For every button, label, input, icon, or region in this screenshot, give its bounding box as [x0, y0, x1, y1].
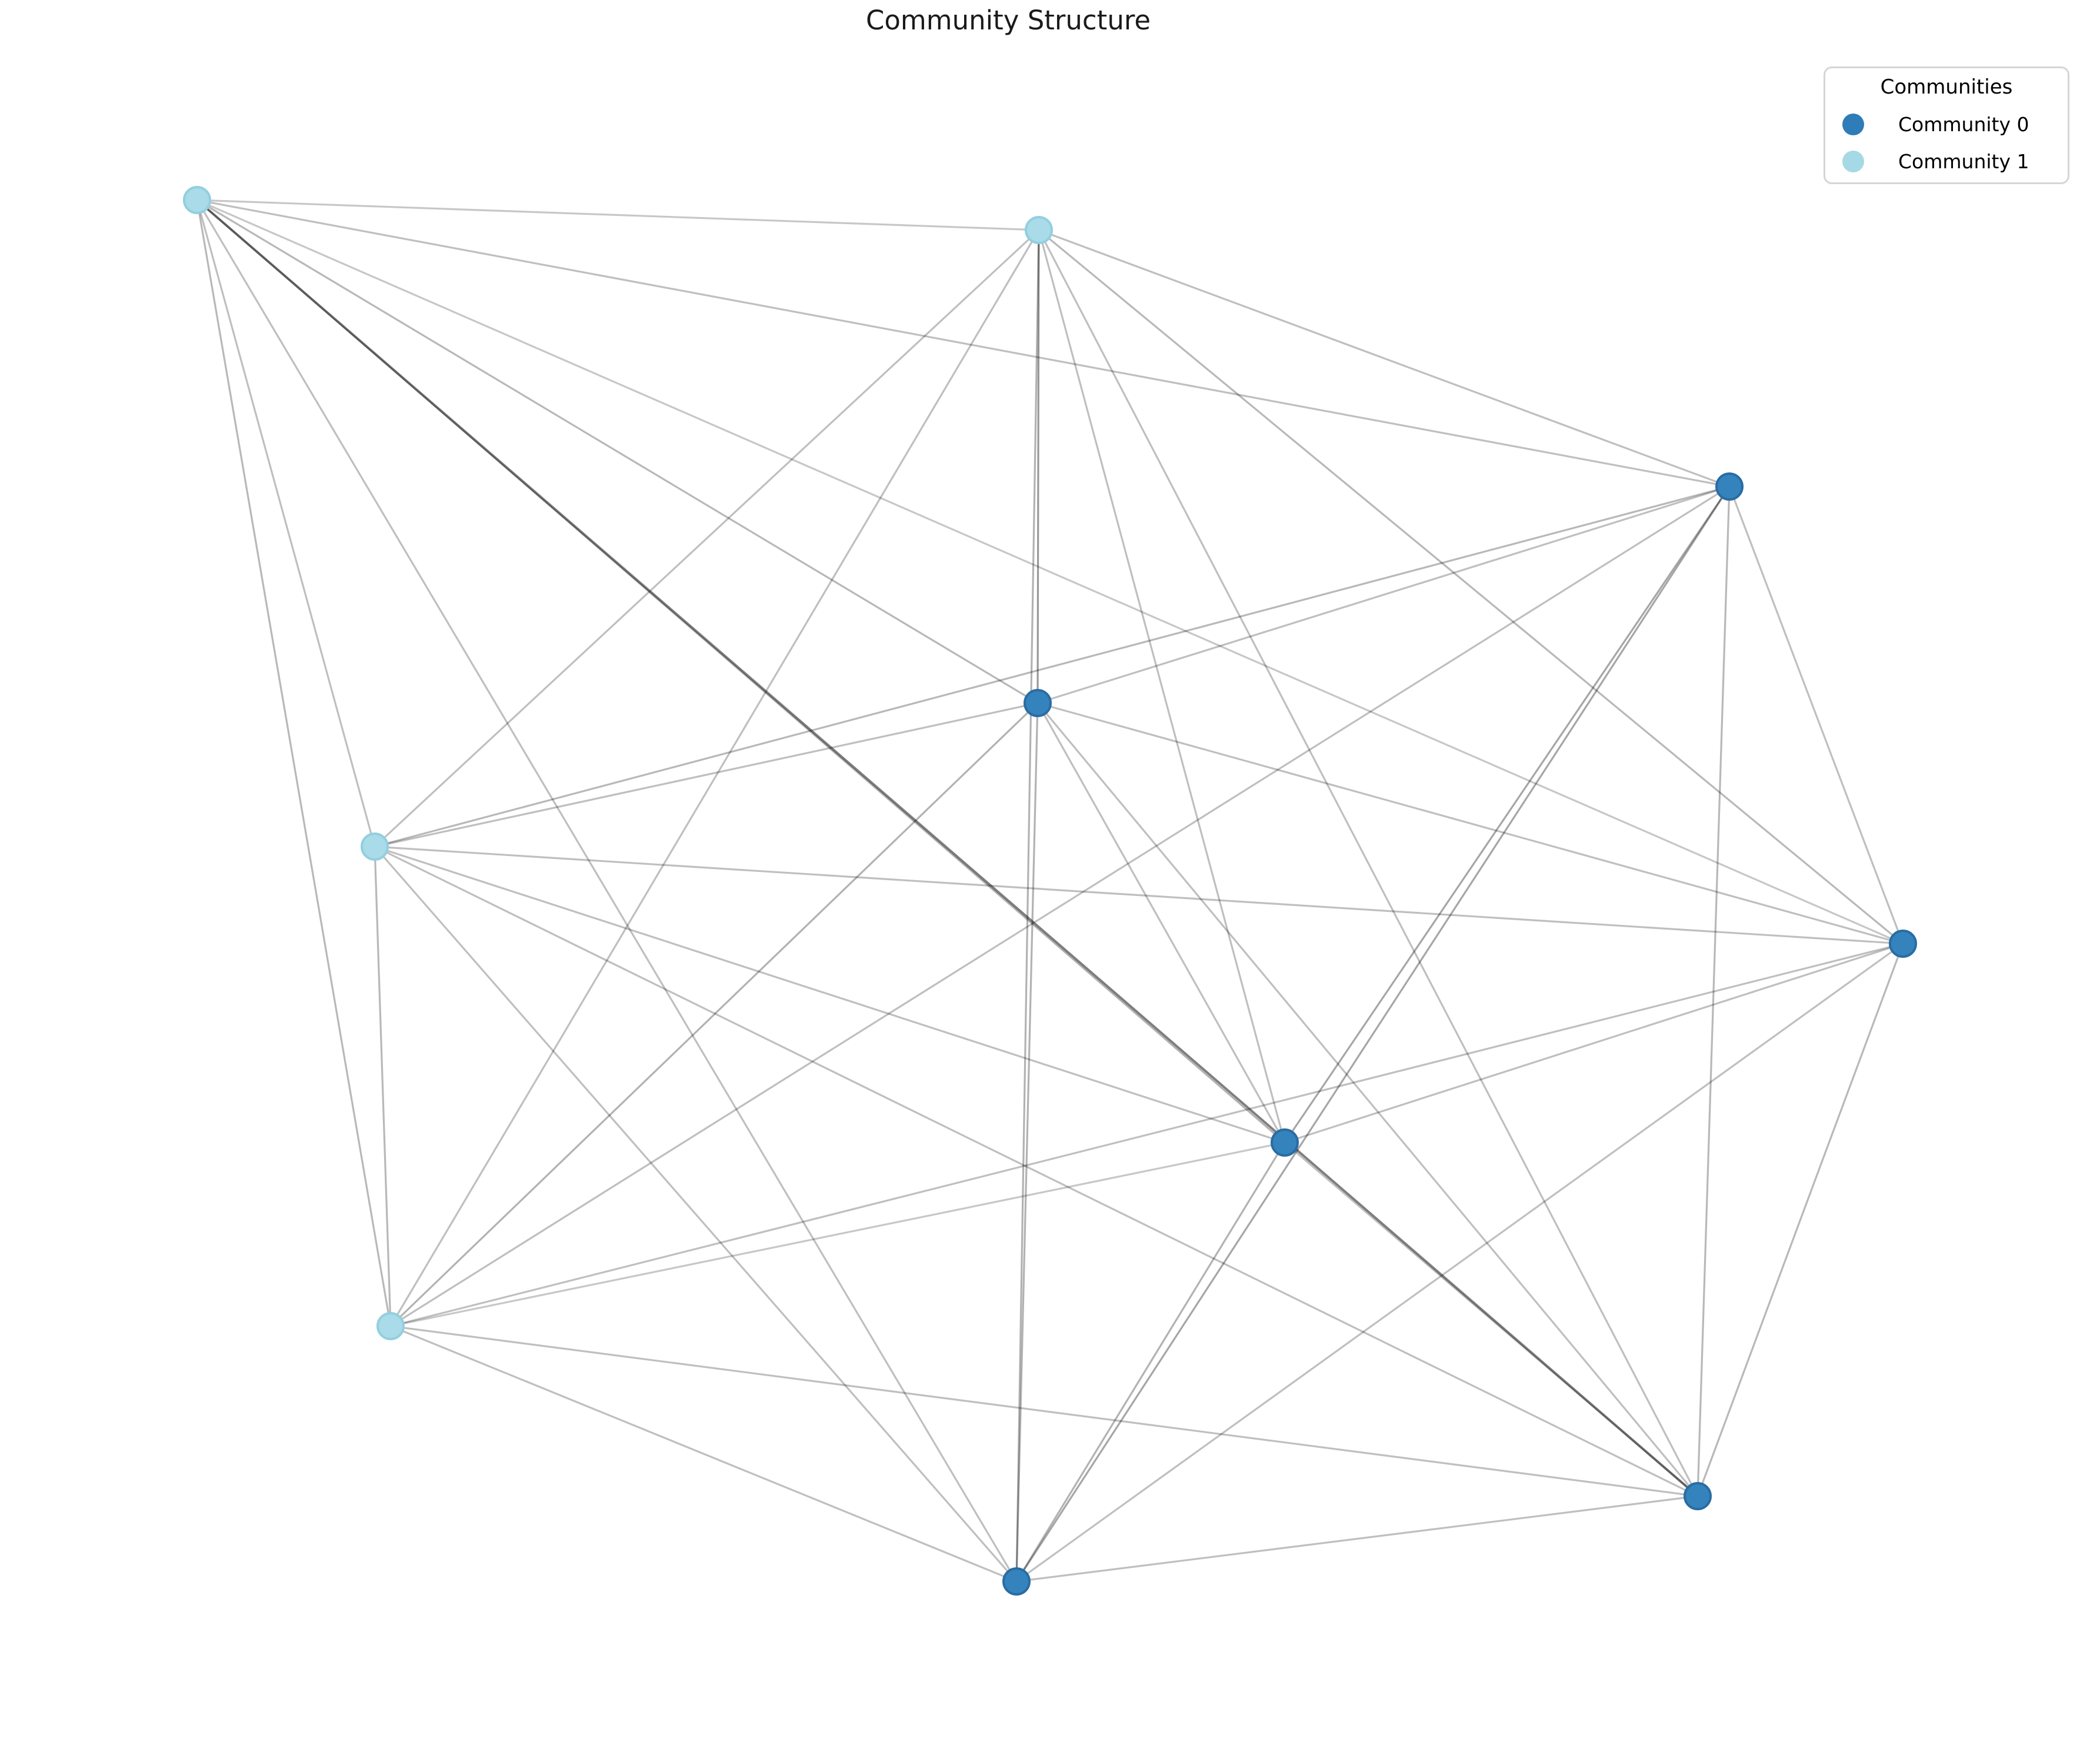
graph-edge — [1016, 943, 1904, 1583]
graph-edge — [1036, 702, 1286, 1143]
graph-edge — [196, 199, 376, 847]
graph-edge — [1038, 229, 1904, 945]
legend-items: Community 0 Community 1 — [1825, 113, 2068, 173]
legend-item-label: Community 0 — [1898, 113, 2029, 136]
legend-swatch-icon — [1842, 114, 1864, 135]
graph-node — [361, 832, 389, 861]
graph-edge — [1696, 943, 1904, 1497]
graph-node — [1715, 472, 1744, 501]
graph-edge — [1015, 1142, 1286, 1582]
graph-edge — [196, 199, 1699, 1497]
graph-edge — [390, 485, 1730, 1327]
graph-edge — [1284, 486, 1731, 1143]
graph-edge — [1037, 702, 1904, 945]
graph-node — [1024, 689, 1052, 717]
graph-edge — [390, 943, 1904, 1327]
graph-edge — [1015, 229, 1040, 1582]
graph-edge — [1015, 702, 1039, 1582]
graph-edge — [1284, 1141, 1699, 1497]
legend-item-label: Community 1 — [1898, 150, 2029, 173]
graph-node — [1889, 930, 1917, 958]
graph-edge — [374, 702, 1038, 848]
legend-swatch-icon — [1842, 151, 1864, 172]
graph-edge — [196, 199, 1904, 945]
graph-edge — [1696, 486, 1731, 1497]
graph-node — [1025, 216, 1053, 244]
graph-node — [1002, 1567, 1031, 1596]
graph-edge — [374, 846, 392, 1327]
graph-edge — [1036, 229, 1040, 704]
graph-edge — [196, 199, 1730, 488]
graph-node — [376, 1312, 405, 1340]
graph-edge — [374, 845, 1698, 1497]
legend-item: Community 1 — [1825, 150, 2068, 173]
graph-edge — [196, 199, 1039, 231]
graph-edge — [389, 702, 1039, 1327]
graph-edge — [1728, 486, 1904, 944]
graph-edge — [1036, 702, 1699, 1497]
graph-node — [183, 186, 211, 214]
graph-edge — [1038, 229, 1286, 1143]
graph-edge — [196, 199, 392, 1327]
legend-title: Communities — [1880, 75, 2013, 99]
graph-edge — [389, 229, 1040, 1327]
graph-edge — [390, 1141, 1285, 1327]
graph-edge — [1016, 1495, 1698, 1583]
graph-edge — [1015, 486, 1731, 1582]
graph-node — [1271, 1128, 1299, 1157]
graph-edge — [374, 845, 1285, 1144]
graph-edge — [374, 485, 1730, 848]
graph-node — [1684, 1482, 1712, 1510]
legend: Communities Community 0 Community 1 — [1824, 66, 2069, 184]
graph-edge — [374, 845, 1904, 945]
graph-edge — [196, 199, 1038, 704]
graph-edge — [390, 1325, 1698, 1497]
graph-edge — [196, 199, 1018, 1582]
graph-edge — [1038, 229, 1730, 488]
chart-title: Community Structure — [865, 5, 1151, 36]
graph-edge — [1037, 485, 1730, 704]
legend-item: Community 0 — [1825, 113, 2068, 136]
graph-edge — [374, 229, 1040, 848]
graph-edge — [1038, 229, 1699, 1497]
graph-edge — [1284, 943, 1904, 1144]
graph-edge — [374, 845, 1018, 1583]
graph-edge — [390, 1325, 1017, 1583]
